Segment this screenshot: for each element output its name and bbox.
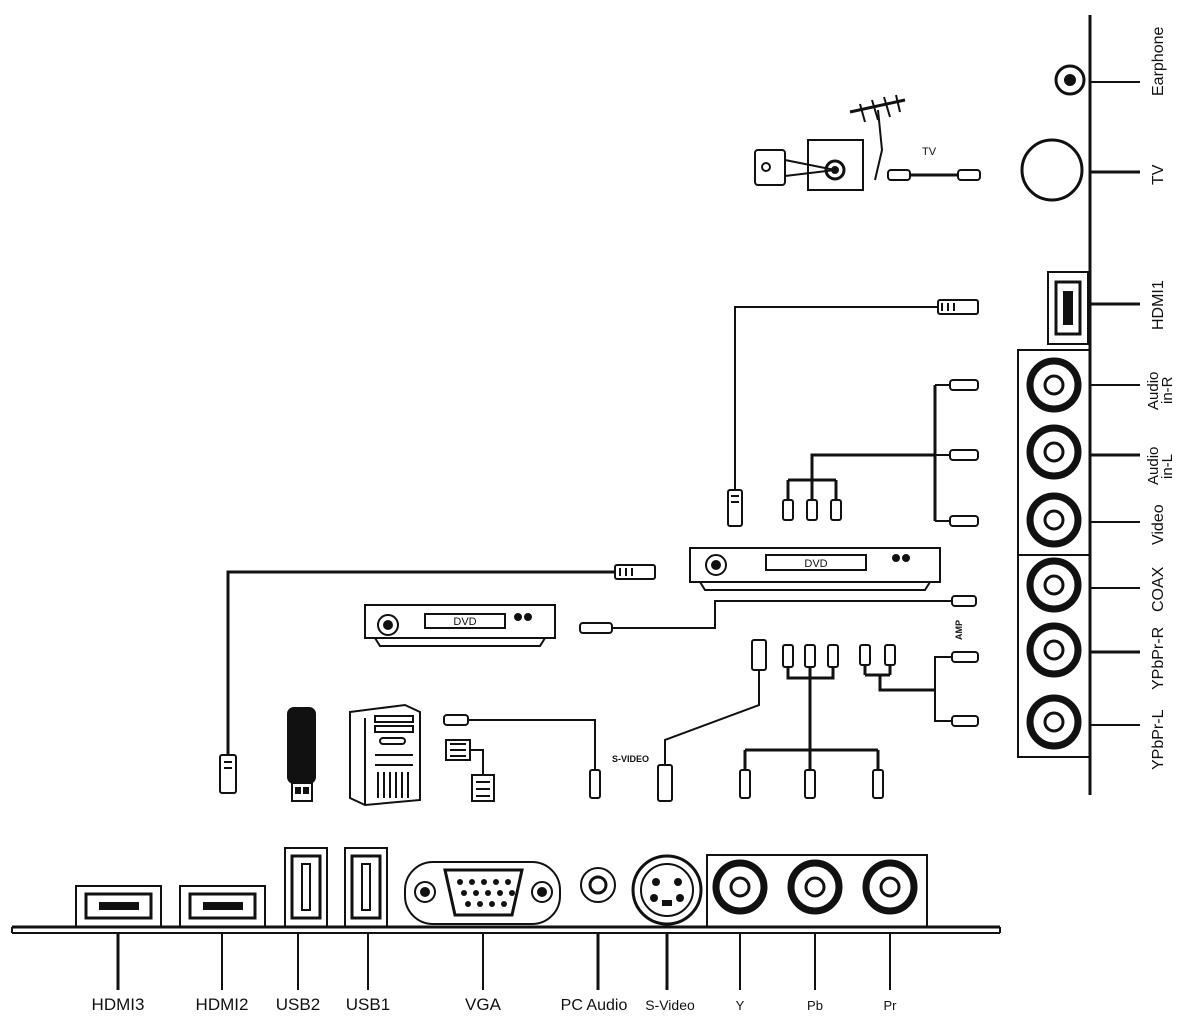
label-hdmi3: HDMI3 — [92, 995, 145, 1014]
hdmi-cable-side — [727, 299, 979, 527]
usb-flash-drive — [287, 707, 316, 802]
y-port — [712, 859, 768, 915]
label-usb2: USB2 — [276, 995, 320, 1014]
s-video-port — [631, 854, 703, 926]
label-dvd-lower: DVD — [453, 616, 476, 628]
label-amp: AMP — [954, 620, 964, 640]
pc-audio-cable — [443, 714, 601, 799]
usb1-port — [344, 847, 388, 928]
pc-audio-jack — [580, 867, 616, 903]
vga-cable — [445, 739, 495, 802]
label-pr: Pr — [884, 998, 898, 1013]
pb-port — [787, 859, 843, 915]
label-ypbpr-l: YPbPr-L — [1150, 709, 1167, 770]
component-video-cable — [739, 644, 884, 799]
earphone-jack — [1054, 64, 1086, 96]
amp-audio-cable — [859, 644, 979, 727]
vga-port — [404, 861, 561, 925]
antenna-cable — [887, 169, 981, 181]
audio-in-r-port — [1026, 357, 1082, 413]
dvd-player-lower — [364, 604, 556, 647]
label-hdmi2: HDMI2 — [196, 995, 249, 1014]
ypbpr-l-port — [1026, 694, 1082, 750]
label-ypbpr-r: YPbPr-R — [1150, 627, 1167, 690]
video-port — [1026, 492, 1082, 548]
hdmi2-port — [179, 885, 266, 928]
label-earphone: Earphone — [1150, 27, 1167, 96]
label-y: Y — [736, 998, 745, 1013]
bottom-panel — [11, 847, 1001, 990]
label-s-video-cable: S-VIDEO — [612, 754, 649, 764]
label-vga: VGA — [465, 995, 502, 1014]
component-group — [706, 854, 928, 928]
tv-antenna-port — [1020, 138, 1084, 202]
audio-in-l-port — [1026, 424, 1082, 480]
label-pc-audio: PC Audio — [561, 997, 628, 1014]
dvd-player-upper — [689, 547, 941, 591]
label-tv: TV — [1150, 164, 1167, 185]
label-audio-in-l-2: in-L — [1159, 454, 1176, 479]
label-audio-in-r-2: in-R — [1159, 376, 1176, 404]
usb2-port — [284, 847, 328, 928]
side-panel — [1017, 15, 1140, 795]
hdmi-cable-bottom — [219, 564, 656, 794]
coax-port — [1026, 557, 1082, 613]
label-usb1: USB1 — [346, 995, 390, 1014]
ypbpr-r-port — [1026, 622, 1082, 678]
composite-rca-cable — [782, 379, 979, 527]
label-audio-in-l-1: Audio — [1145, 447, 1162, 485]
pr-port — [862, 859, 918, 915]
label-s-video: S-Video — [645, 997, 695, 1013]
coax-audio-cable — [579, 595, 977, 634]
label-coax: COAX — [1150, 566, 1167, 612]
tv-antenna — [849, 94, 906, 181]
label-audio-in-r-1: Audio — [1145, 372, 1162, 410]
pc-tower — [349, 703, 421, 807]
label-antenna-cable: TV — [922, 146, 937, 158]
label-video: Video — [1150, 504, 1167, 545]
label-pb: Pb — [807, 998, 823, 1013]
wall-outlet — [754, 139, 864, 191]
hdmi1-port — [1047, 271, 1089, 345]
hdmi3-port — [75, 885, 162, 928]
s-video-cable — [657, 639, 767, 802]
label-dvd-upper: DVD — [804, 558, 827, 570]
label-hdmi1: HDMI1 — [1150, 280, 1167, 330]
rca-group-lower — [1017, 554, 1091, 758]
